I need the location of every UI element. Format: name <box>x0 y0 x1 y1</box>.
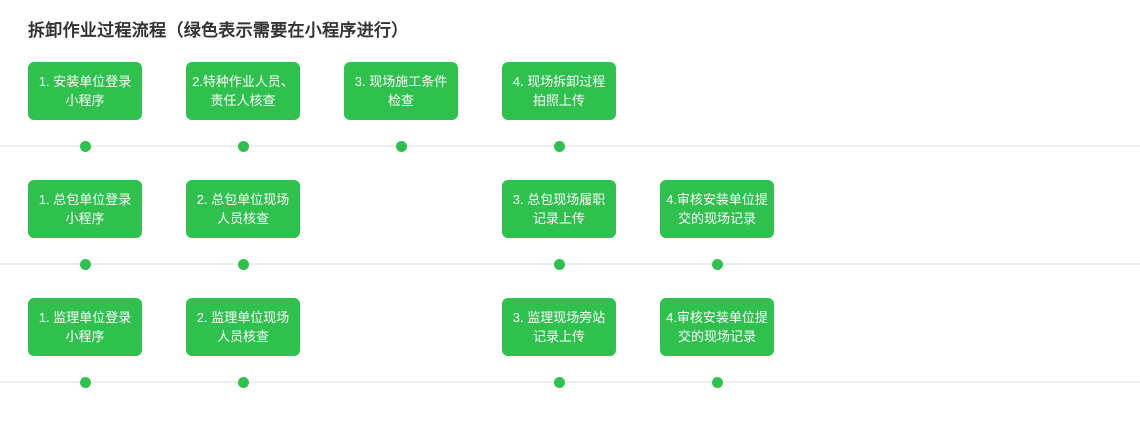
general-contractor-row: 1. 总包单位登录小程序 2. 总包单位现场人员核查 3. 总包现场履职记录上传 4.… <box>0 172 1140 290</box>
flow-node-label: 2. 监理单位现场人员核查 <box>196 310 290 344</box>
timeline-dot <box>553 258 565 270</box>
timeline-dot <box>711 258 723 270</box>
flow-node-label: 1. 监理单位登录小程序 <box>38 310 132 344</box>
page-title: 拆卸作业过程流程（绿色表示需要在小程序进行） <box>28 21 409 40</box>
flow-node-label: 2.特种作业人员、责任人核查 <box>192 74 294 108</box>
timeline-dot <box>79 140 91 152</box>
flow-node[interactable]: 1. 安装单位登录小程序 <box>28 62 142 120</box>
timeline-axis <box>0 145 1140 147</box>
node-group: 1. 监理单位登录小程序 2. 监理单位现场人员核查 3. 监理现场旁站记录上传 4.… <box>28 298 1118 362</box>
flow-node[interactable]: 2. 监理单位现场人员核查 <box>186 298 300 356</box>
install-unit-row: 1. 安装单位登录小程序 2.特种作业人员、责任人核查 3. 现场施工条件检查 4. … <box>0 54 1140 172</box>
timeline-dot <box>553 376 565 388</box>
timeline-dot <box>79 376 91 388</box>
timeline-dot <box>237 376 249 388</box>
timeline-axis <box>0 263 1140 265</box>
flow-node-label: 1. 总包单位登录小程序 <box>38 192 132 226</box>
supervision-unit-row: 1. 监理单位登录小程序 2. 监理单位现场人员核查 3. 监理现场旁站记录上传 4.… <box>0 290 1140 408</box>
flow-node[interactable]: 4.审核安装单位提交的现场记录 <box>660 180 774 238</box>
flow-node[interactable]: 2.特种作业人员、责任人核查 <box>186 62 300 120</box>
flow-node-label: 1. 安装单位登录小程序 <box>38 74 132 108</box>
node-group: 1. 总包单位登录小程序 2. 总包单位现场人员核查 3. 总包现场履职记录上传 4.… <box>28 180 1118 244</box>
timeline-dot <box>711 376 723 388</box>
flow-node-label: 3. 监理现场旁站记录上传 <box>512 310 606 344</box>
flow-node-label: 4.审核安装单位提交的现场记录 <box>666 310 768 344</box>
flow-node[interactable]: 3. 现场施工条件检查 <box>344 62 458 120</box>
timeline-axis <box>0 381 1140 383</box>
node-group: 1. 安装单位登录小程序 2.特种作业人员、责任人核查 3. 现场施工条件检查 4. … <box>28 62 1118 126</box>
flow-node[interactable]: 1. 总包单位登录小程序 <box>28 180 142 238</box>
flow-rows: 1. 安装单位登录小程序 2.特种作业人员、责任人核查 3. 现场施工条件检查 4. … <box>0 54 1140 408</box>
timeline-dot <box>395 140 407 152</box>
flow-node-label: 3. 总包现场履职记录上传 <box>512 192 606 226</box>
flow-node-label: 4. 现场拆卸过程拍照上传 <box>512 74 606 108</box>
flow-node[interactable]: 2. 总包单位现场人员核查 <box>186 180 300 238</box>
flow-node[interactable]: 1. 监理单位登录小程序 <box>28 298 142 356</box>
flow-node-label: 4.审核安装单位提交的现场记录 <box>666 192 768 226</box>
timeline-dot <box>237 140 249 152</box>
flow-node-label: 2. 总包单位现场人员核查 <box>196 192 290 226</box>
timeline-dot <box>237 258 249 270</box>
flow-node[interactable]: 3. 总包现场履职记录上传 <box>502 180 616 238</box>
flow-node[interactable]: 4. 现场拆卸过程拍照上传 <box>502 62 616 120</box>
timeline-dot <box>553 140 565 152</box>
timeline-dot <box>79 258 91 270</box>
flow-node[interactable]: 4.审核安装单位提交的现场记录 <box>660 298 774 356</box>
flow-node[interactable]: 3. 监理现场旁站记录上传 <box>502 298 616 356</box>
flow-node-label: 3. 现场施工条件检查 <box>354 74 448 108</box>
